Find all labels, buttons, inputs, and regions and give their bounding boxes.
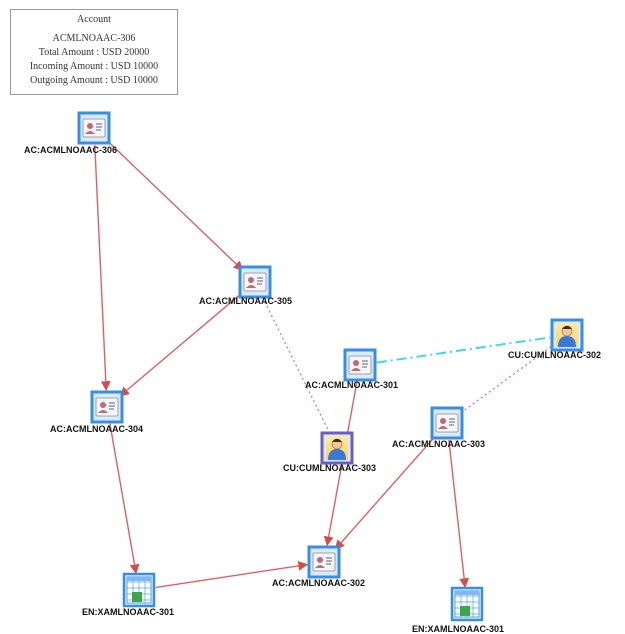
graph-node-en301b[interactable]: EN:XAMLNOAAC-301: [412, 586, 504, 634]
edge-link-ac301-cu302: [376, 336, 551, 364]
node-label-ac306: AC:ACMLNOAAC-306: [24, 145, 117, 155]
edge-transfer-ac305-ac304: [119, 292, 243, 397]
account-icon: [348, 355, 372, 375]
node-label-ac303: AC:ACMLNOAAC-303: [392, 439, 485, 449]
tooltip-total-amount: Total Amount : USD 20000: [38, 47, 150, 58]
account-icon: [312, 552, 336, 572]
node-label-ac304: AC:ACMLNOAAC-304: [50, 424, 143, 434]
account-icon: [95, 397, 119, 417]
node-label-ac305: AC:ACMLNOAAC-305: [199, 296, 292, 306]
tooltip-account-id: ACMLNOAAC-306: [52, 33, 136, 44]
graph-node-ac304[interactable]: AC:ACMLNOAAC-304: [50, 390, 143, 434]
node-label-cu303: CU:CUMLNOAAC-303: [283, 463, 376, 473]
graph-node-cu303[interactable]: CU:CUMLNOAAC-303: [283, 431, 376, 473]
tooltip-incoming-amount: Incoming Amount : USD 10000: [29, 61, 159, 72]
tooltip-title: Account: [77, 14, 111, 25]
edge-transfer-ac303-en301b: [448, 439, 470, 589]
edge-ownership-ac305-cu303: [261, 296, 331, 434]
node-label-en301a: EN:XAMLNOAAC-301: [82, 607, 174, 617]
edge-transfer-ac306-ac304: [94, 144, 111, 391]
account-icon: [82, 118, 106, 138]
entity-icon: [454, 590, 480, 618]
graph-node-ac306[interactable]: AC:ACMLNOAAC-306: [24, 111, 117, 155]
graph-node-ac305[interactable]: AC:ACMLNOAAC-305: [199, 265, 292, 306]
graph-node-cu302[interactable]: CU:CUMLNOAAC-302: [508, 318, 601, 360]
graph-node-en301a[interactable]: EN:XAMLNOAAC-301: [82, 572, 174, 617]
entity-icon: [126, 576, 152, 604]
graph-node-ac301[interactable]: AC:ACMLNOAAC-301: [305, 348, 398, 390]
customer-icon: [556, 323, 578, 347]
node-label-ac301: AC:ACMLNOAAC-301: [305, 380, 398, 390]
node-label-cu302: CU:CUMLNOAAC-302: [508, 350, 601, 360]
edge-transfer-en301a-ac302: [155, 561, 309, 589]
edge-ownership-ac303-cu302: [460, 344, 554, 414]
account-icon: [243, 272, 267, 292]
tooltip-outgoing-amount: Outgoing Amount : USD 10000: [30, 75, 158, 86]
graph-node-ac302[interactable]: AC:ACMLNOAAC-302: [272, 545, 365, 588]
customer-icon: [326, 436, 348, 460]
graph-node-ac303[interactable]: AC:ACMLNOAAC-303: [392, 406, 485, 449]
node-label-en301b: EN:XAMLNOAAC-301: [412, 624, 504, 634]
edges-layer: [94, 139, 554, 589]
account-tooltip: Account ACMLNOAAC-306 Total Amount : USD…: [10, 9, 178, 95]
nodes-layer: AC:ACMLNOAAC-306AC:ACMLNOAAC-305AC:ACMLN…: [24, 111, 601, 634]
edge-transfer-ac304-en301a: [109, 423, 140, 575]
account-icon: [435, 413, 459, 433]
node-label-ac302: AC:ACMLNOAAC-302: [272, 578, 365, 588]
edge-transfer-ac306-ac305: [105, 139, 244, 271]
edge-transfer-ac303-ac302: [334, 435, 437, 551]
